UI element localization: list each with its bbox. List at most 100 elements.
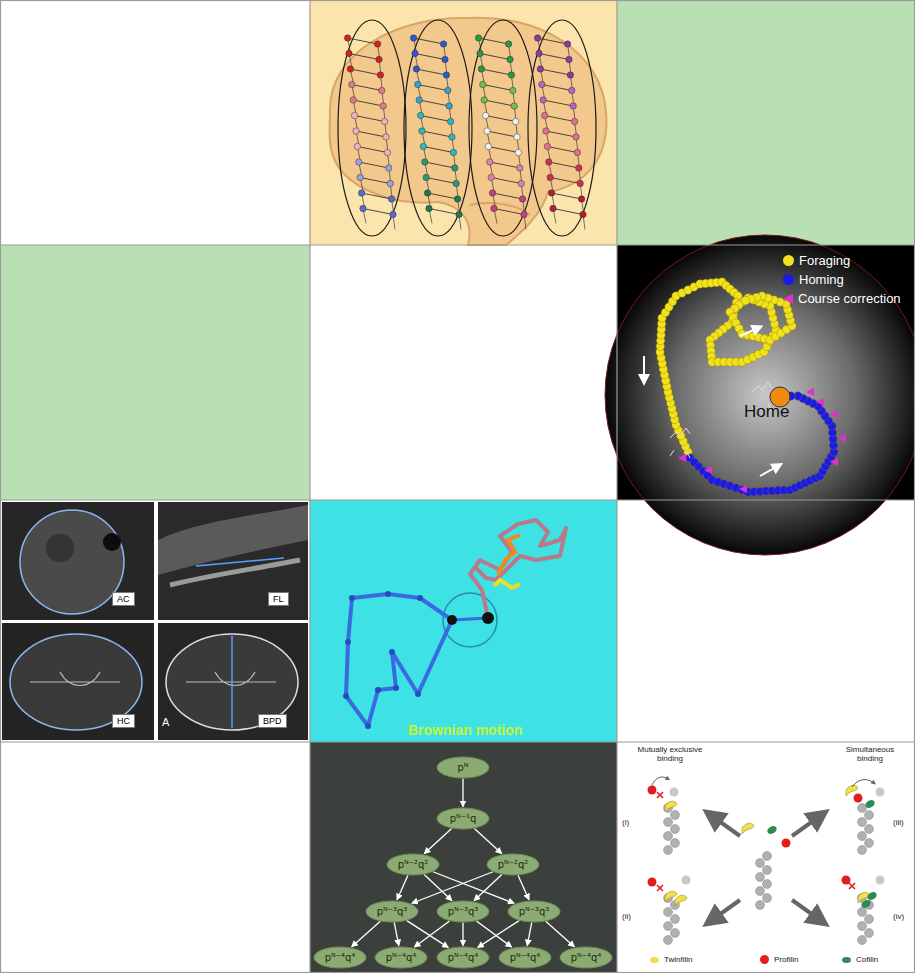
tree-ellipse: pᴺ⁻⁴q⁴ — [374, 946, 428, 969]
node-text: pᴺ⁻³q³ — [377, 906, 408, 917]
actin-subunit — [756, 873, 765, 882]
actin-subunit — [756, 859, 765, 868]
legend-text: Profilin — [774, 955, 798, 964]
neuron-link — [543, 100, 573, 106]
label-text: Home — [744, 402, 789, 422]
neuron-dot — [376, 56, 382, 62]
line — [196, 558, 284, 566]
profilin-dot — [842, 876, 851, 885]
tree-arrow — [424, 874, 452, 900]
ellipse-shape — [366, 901, 418, 922]
neuron-dot — [484, 128, 490, 134]
actin-subunit — [664, 908, 673, 917]
ellipse-shape — [499, 947, 551, 968]
tree-ellipse: pᴺ⁻¹q — [436, 807, 490, 830]
rect — [310, 742, 617, 973]
node-text: pᴺ⁻⁴q⁴ — [386, 952, 417, 963]
neuron-link — [549, 162, 579, 168]
column-outline — [528, 20, 596, 236]
release-arrow — [652, 777, 668, 785]
neuron-dot — [541, 112, 547, 118]
actin-subunit — [664, 936, 673, 945]
tree-arrow — [462, 779, 463, 807]
neuron-link — [493, 193, 523, 199]
walk-step — [385, 591, 391, 597]
neuron-link — [356, 131, 386, 137]
monomer-dot — [876, 788, 885, 797]
actin-subunit — [858, 846, 867, 855]
neuron-dot — [548, 190, 554, 196]
ellipse-shape — [437, 808, 489, 829]
neuron-link — [486, 116, 516, 122]
neuron-dot — [515, 149, 521, 155]
brownian-path — [310, 500, 617, 742]
neuron-dot — [481, 97, 487, 103]
walk-path — [346, 594, 452, 726]
actin-subunit — [763, 866, 772, 875]
actin-subunit — [756, 901, 765, 910]
path — [186, 672, 276, 686]
neuron-dot — [569, 87, 575, 93]
neuron-dot — [347, 66, 353, 72]
neuron-dot — [349, 81, 355, 87]
neuron-link — [552, 193, 582, 199]
actin-subunit — [671, 811, 680, 820]
node-text: pᴺ⁻²q² — [498, 859, 529, 870]
neuron-dot — [419, 128, 425, 134]
neuron-dot — [518, 180, 524, 186]
label-text: HC — [112, 714, 135, 728]
tree-arrow — [397, 875, 408, 899]
legend-row: Course correction — [783, 291, 901, 306]
neuron-dot — [380, 103, 386, 109]
track-dot — [741, 296, 749, 304]
walk-path — [470, 520, 566, 618]
circle — [605, 235, 915, 555]
neuron-link — [419, 100, 449, 106]
actin-subunit — [858, 818, 867, 827]
neuron-link — [426, 178, 456, 184]
neuron-dot — [540, 97, 546, 103]
neuron-dot — [354, 143, 360, 149]
neuron-dot — [384, 149, 390, 155]
node-text: pᴺ⁻⁴q⁴ — [510, 952, 541, 963]
label-text: A — [162, 716, 169, 729]
legend-text: Homing — [799, 272, 844, 287]
brain-illustration — [310, 0, 617, 245]
neuron-dot — [573, 134, 579, 140]
ellipse-shape — [387, 854, 439, 875]
actin-subunit — [671, 929, 680, 938]
neuron-dot — [564, 41, 570, 47]
reaction-arrow — [792, 816, 820, 836]
neuron-link — [539, 54, 569, 60]
actin-subunit — [763, 880, 772, 889]
label-text: Mutually exclusive binding — [630, 745, 710, 763]
neuron-link — [416, 69, 446, 75]
tree-arrow — [424, 828, 451, 853]
neuron-link — [348, 38, 378, 44]
legend-row: Profilin — [760, 955, 798, 964]
tree-arrow — [546, 921, 575, 946]
line — [0, 499, 915, 500]
neuron-dot — [420, 143, 426, 149]
twinfilin-shape — [665, 801, 677, 812]
actin-subunit — [664, 832, 673, 841]
rect — [2, 502, 154, 620]
course-correction-mark — [704, 466, 712, 474]
actin-subunit — [858, 936, 867, 945]
neuron-link — [491, 178, 521, 184]
neuron-link — [483, 85, 513, 91]
tree-arrow — [476, 921, 511, 947]
circle — [46, 534, 74, 562]
legend-text: Foraging — [799, 253, 850, 268]
walk-step — [343, 693, 349, 699]
actin-subunit — [865, 839, 874, 848]
neuron-dot — [537, 66, 543, 72]
tree-ellipse: pᴺ⁻⁴q⁴ — [313, 946, 367, 969]
neuron-link — [362, 193, 392, 199]
neuron-link — [355, 116, 385, 122]
neuron-dot — [578, 196, 584, 202]
tree-arrow — [433, 872, 514, 904]
actin-subunit — [671, 915, 680, 924]
